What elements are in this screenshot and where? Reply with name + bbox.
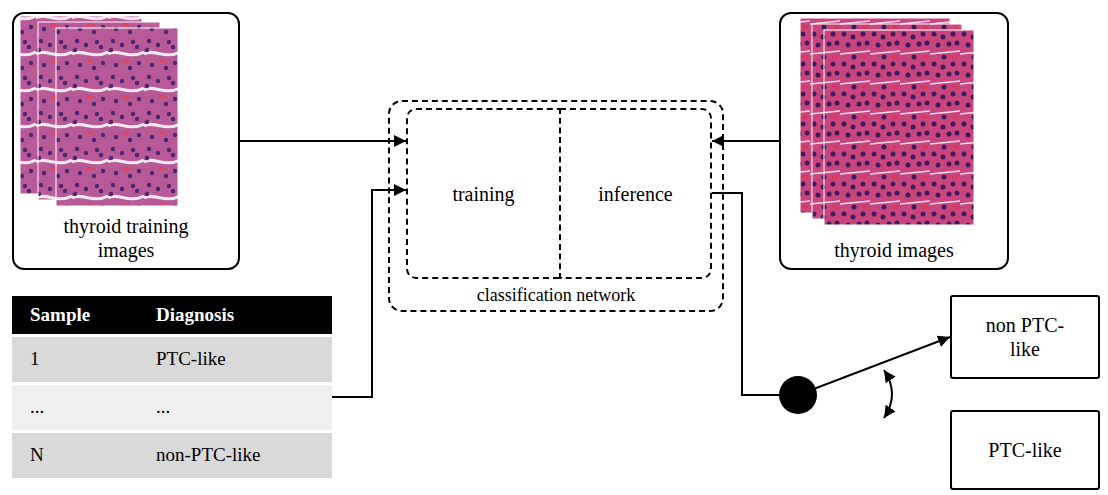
table-cell: ... — [12, 385, 140, 430]
image-layer — [824, 30, 974, 225]
stage-box: inference — [559, 108, 712, 279]
table-cell: 1 — [12, 337, 140, 382]
connector-arrow — [332, 190, 406, 397]
network-frame: classification network training inference — [388, 100, 724, 312]
box-label: non PTC-like — [979, 313, 1071, 361]
class-box: non PTC-like — [950, 295, 1100, 379]
image-caption: thyroid training images — [44, 214, 208, 262]
frame-label: classification network — [390, 285, 722, 307]
connector-arrow — [712, 193, 950, 395]
image-caption: thyroid images — [811, 238, 977, 262]
class-box: PTC-like — [950, 410, 1100, 490]
table-cell: non-PTC-like — [140, 433, 332, 478]
box-label: PTC-like — [988, 438, 1061, 462]
image-set-box: thyroid training images — [12, 12, 240, 270]
image-set-box: thyroid images — [779, 12, 1009, 270]
stage-box: training — [406, 108, 559, 279]
training-image-stack — [20, 16, 178, 206]
table-header: Diagnosis — [140, 296, 332, 334]
connector-arrow — [240, 140, 406, 142]
table-cell: PTC-like — [140, 337, 332, 382]
table-cell: ... — [140, 385, 332, 430]
box-label: inference — [598, 182, 672, 206]
image-layer — [56, 28, 178, 206]
table-header: Sample — [12, 296, 140, 334]
switch-toggle-arrow — [884, 370, 892, 418]
table-cell: N — [12, 433, 140, 478]
box-label: training — [452, 182, 514, 206]
test-image-stack — [800, 18, 974, 225]
label-table: SampleDiagnosis1PTC-like......Nnon-PTC-l… — [12, 296, 332, 481]
